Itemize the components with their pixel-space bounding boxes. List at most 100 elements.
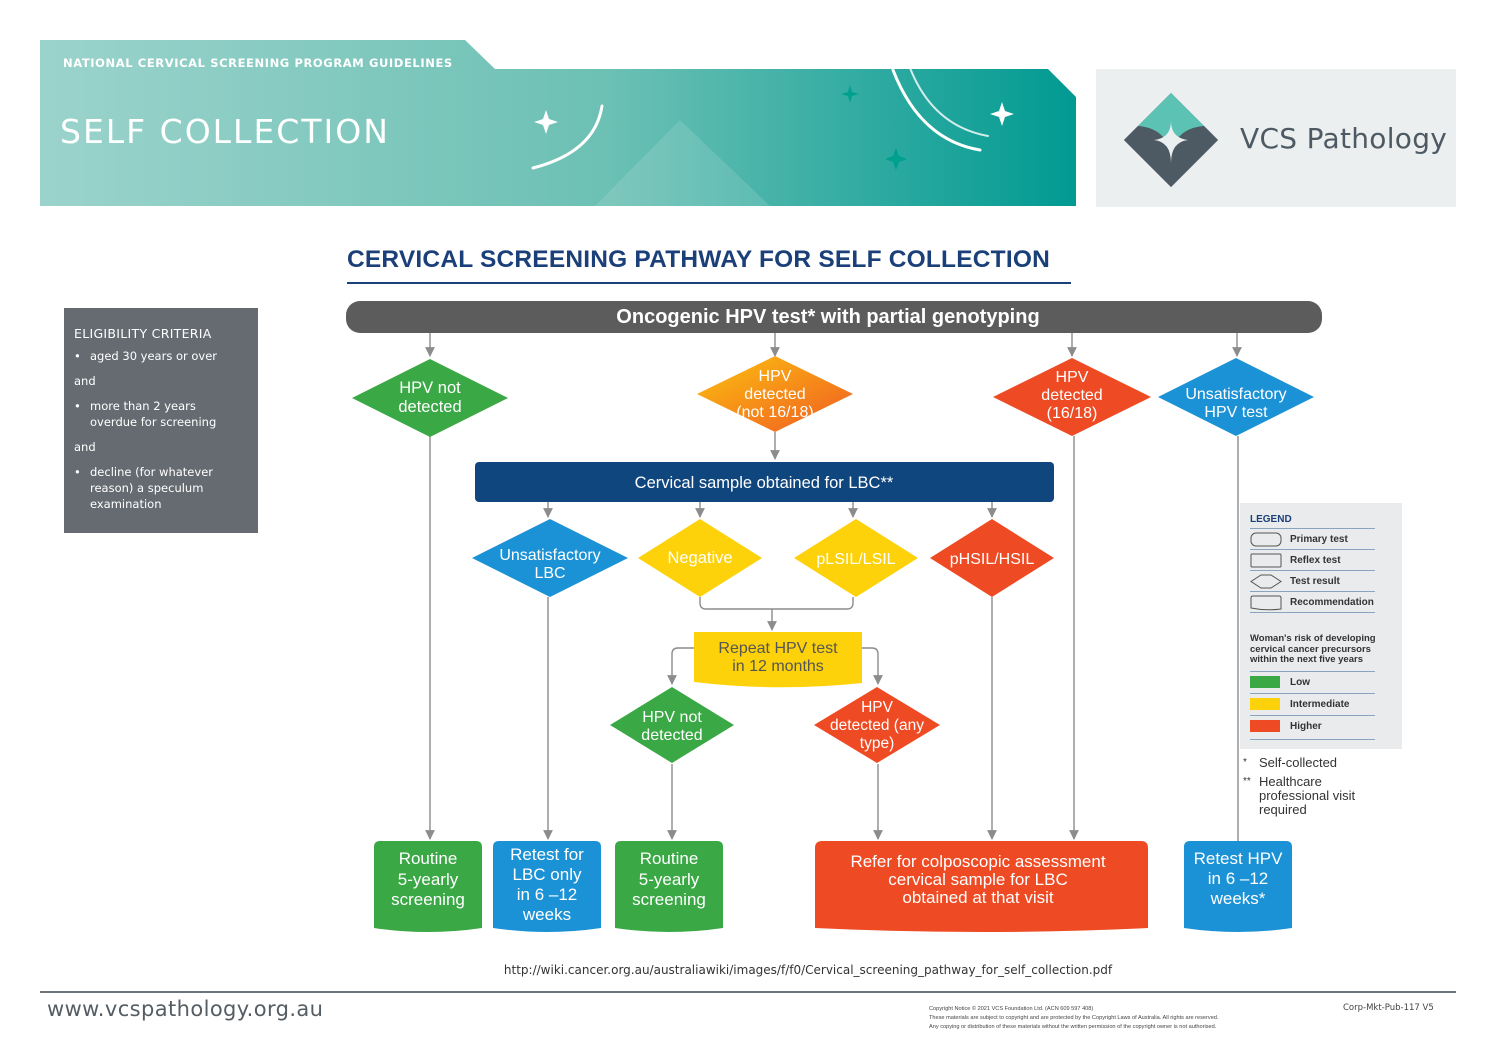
copyright-notice: Copyright Notice © 2021 VCS Foundation L…: [929, 1006, 1219, 1030]
recommendation-label: 5-yearly: [398, 870, 459, 889]
result-label: detected: [1041, 387, 1102, 404]
sparkle-icon: [534, 110, 558, 134]
result-label: HPV: [1056, 369, 1089, 386]
result-label: pHSIL/HSIL: [950, 551, 1035, 568]
recommendation-label: in 6 –12: [1208, 869, 1269, 888]
footnotes: * Self-collected ** Healthcare professio…: [1243, 756, 1393, 822]
recommendation-retest-hpv: Retest HPV in 6 –12 weeks*: [1184, 841, 1292, 932]
sparkle-icon: [885, 148, 907, 170]
result-label: detected: [641, 727, 702, 744]
decorative-peak: [595, 120, 770, 206]
result-label: HPV not: [399, 379, 461, 397]
eligibility-title: ELIGIBILITY CRITERIA: [74, 326, 212, 341]
legend-item-primary: Primary test: [1250, 528, 1375, 549]
recommendation-label: Routine: [640, 849, 699, 868]
footnote-healthcare-visit: ** Healthcare professional visit require…: [1243, 774, 1356, 817]
sparkle-icon: [990, 102, 1014, 126]
diamond-icon: [1250, 574, 1282, 589]
source-link[interactable]: http://wiki.cancer.org.au/australiawiki/…: [503, 963, 1113, 977]
recommendation-label: weeks: [522, 905, 571, 924]
higher-swatch: [1250, 720, 1280, 732]
recommendation-label: screening: [391, 890, 465, 909]
result-label: HPV not: [642, 709, 702, 726]
recommendation-label: LBC only: [513, 865, 582, 884]
page-heading: SELF COLLECTION: [60, 112, 390, 151]
result-repeat-hpv-not-detected: HPV not detected: [610, 687, 734, 763]
result-unsatisfactory-lbc: Unsatisfactory LBC: [472, 519, 628, 597]
connector-and: and: [74, 440, 96, 454]
recommendation-label: Refer for colposcopic assessment: [850, 852, 1105, 871]
result-unsatisfactory-hpv: Unsatisfactory HPV test: [1158, 358, 1314, 436]
recommendation-routine-screening: Routine 5-yearly screening: [615, 841, 723, 932]
website-link[interactable]: www.vcspathology.org.au: [47, 997, 324, 1021]
intermediate-swatch: [1250, 698, 1280, 710]
decorative-arc: [891, 68, 982, 152]
recommendation-label: 5-yearly: [639, 870, 700, 889]
legend-risk-heading: Woman's risk of developing cervical canc…: [1250, 633, 1376, 665]
vcs-logo-icon: [1124, 93, 1218, 187]
sparkle-icon: [841, 85, 859, 103]
reflex-test-bar: Cervical sample obtained for LBC**: [475, 462, 1054, 502]
title-underline: [347, 282, 1071, 284]
legend-risk-low: Low: [1250, 671, 1375, 692]
result-label: Unsatisfactory: [1185, 386, 1286, 403]
connector-and: and: [74, 374, 96, 388]
result-hpv-detected-not-16-18: HPV detected (not 16/18): [697, 356, 853, 432]
decorative-arc: [531, 104, 604, 170]
recommendation-label: in 12 months: [732, 658, 824, 675]
legend-risk-higher: Higher: [1250, 715, 1375, 736]
recommendation-label: obtained at that visit: [902, 888, 1053, 907]
legend: LEGEND Primary test Reflex test Test res…: [1240, 503, 1402, 749]
legend-risk-intermediate: Intermediate: [1250, 693, 1375, 714]
recommendation-label: in 6 –12: [517, 885, 578, 904]
program-label: NATIONAL CERVICAL SCREENING PROGRAM GUID…: [63, 56, 453, 70]
result-label: HPV: [759, 368, 792, 385]
recommendation-label: screening: [632, 890, 706, 909]
header-banner: [40, 40, 1076, 206]
legend-divider: [1250, 612, 1375, 613]
footer-divider: [40, 991, 1456, 993]
recommendation-label: cervical sample for LBC: [888, 870, 1068, 889]
recommendation-label: Repeat HPV test: [718, 640, 838, 657]
legend-item-reflex: Reflex test: [1250, 549, 1375, 570]
criterion-age: aged 30 years or over: [74, 348, 248, 364]
result-hpv-detected-16-18: HPV detected (16/18): [993, 358, 1151, 436]
rounded-rect-icon: [1250, 532, 1282, 547]
recommendation-label: weeks*: [1210, 889, 1266, 908]
pathway-title: CERVICAL SCREENING PATHWAY FOR SELF COLL…: [347, 246, 1050, 273]
legend-title: LEGEND: [1250, 514, 1292, 525]
recommendation-repeat-hpv-test: Repeat HPV test in 12 months: [694, 632, 862, 688]
result-phsil-hsil: pHSIL/HSIL: [930, 519, 1054, 597]
footnote-self-collected: * Self-collected: [1243, 755, 1338, 770]
result-label: detected: [744, 386, 805, 403]
recommendation-label: Routine: [399, 849, 458, 868]
primary-test-bar: Oncogenic HPV test* with partial genotyp…: [346, 301, 1322, 333]
legend-divider: [1250, 739, 1375, 740]
result-label: pLSIL/LSIL: [816, 551, 895, 568]
result-hpv-not-detected: HPV not detected: [352, 359, 508, 437]
result-negative: Negative: [638, 519, 762, 597]
result-label: Negative: [667, 549, 732, 567]
low-swatch: [1250, 676, 1280, 688]
result-label: HPV: [861, 699, 894, 716]
recommendation-retest-lbc: Retest for LBC only in 6 –12 weeks: [493, 841, 601, 932]
logo-text: VCS Pathology: [1240, 122, 1448, 155]
result-label: (16/18): [1047, 405, 1098, 422]
decorative-arc: [909, 67, 989, 137]
recommendation-label: Retest for: [510, 845, 584, 864]
rect-icon: [1250, 553, 1282, 568]
result-label: detected (any: [830, 717, 924, 734]
reflex-test-label: Cervical sample obtained for LBC**: [635, 474, 894, 492]
legend-item-result: Test result: [1250, 570, 1375, 591]
recommendation-routine-screening: Routine 5-yearly screening: [374, 841, 482, 932]
recommendation-colposcopy-referral: Refer for colposcopic assessment cervica…: [815, 841, 1148, 932]
recommendation-label: Retest HPV: [1194, 849, 1283, 868]
result-label: HPV test: [1204, 404, 1268, 421]
document-code: Corp-Mkt-Pub-117 V5: [1343, 1003, 1434, 1013]
result-label: LBC: [534, 565, 565, 582]
wave-rect-icon: [1250, 595, 1282, 611]
result-label: detected: [398, 398, 461, 416]
